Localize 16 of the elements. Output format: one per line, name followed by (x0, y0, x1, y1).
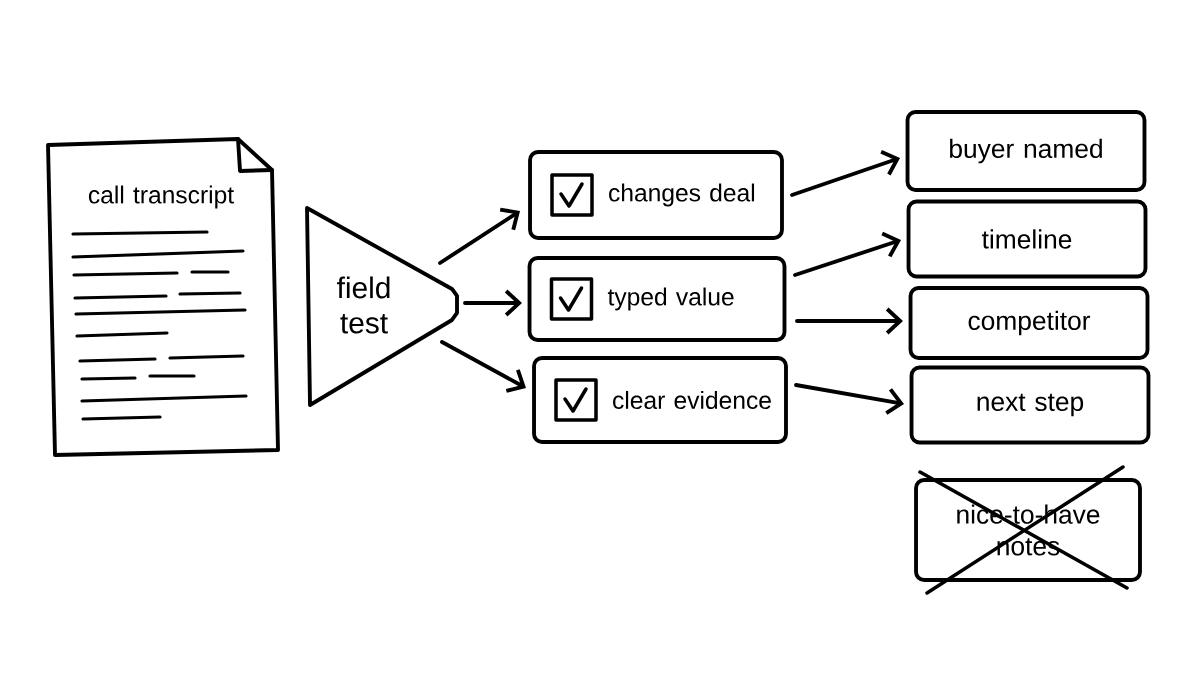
process-box: competitor (908, 286, 1150, 360)
arrow (463, 289, 522, 317)
arrow (795, 307, 903, 335)
process-box: timeline (906, 199, 1148, 279)
process-box: clear evidence (532, 356, 788, 444)
arrow (440, 340, 526, 393)
document-page: call transcript (46, 137, 280, 457)
process-box: next step (909, 365, 1151, 445)
arrow (793, 231, 901, 277)
process-box: typed value (527, 256, 787, 342)
arrow (794, 383, 904, 415)
arrow (438, 207, 520, 265)
arrow (790, 150, 900, 197)
triangle: field test (305, 206, 459, 407)
process-box: changes deal (528, 150, 784, 240)
process-box: buyer named (905, 110, 1147, 192)
